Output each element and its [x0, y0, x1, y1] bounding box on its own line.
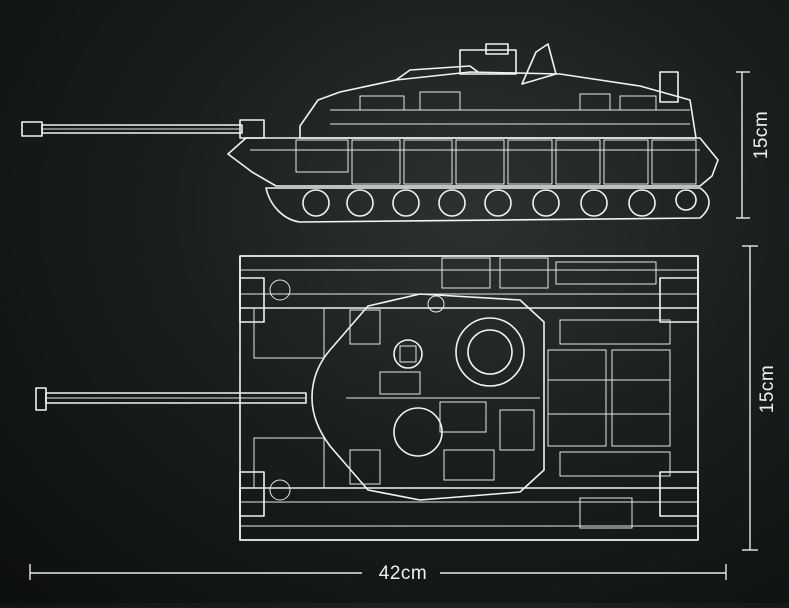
- side-view: [21, 43, 719, 223]
- side-gun-barrel: [21, 119, 265, 139]
- top-track-lower: [239, 471, 699, 541]
- height-dimension-label: 15cm: [751, 110, 772, 160]
- top-view: [35, 255, 699, 541]
- length-dimension-line: [29, 564, 727, 580]
- side-turret: [299, 43, 697, 139]
- top-turret: [311, 293, 545, 501]
- width-dimension-label: 15cm: [757, 364, 778, 414]
- width-dimension-line: [742, 245, 758, 551]
- top-track-upper: [239, 255, 699, 323]
- height-dimension-line: [736, 71, 750, 219]
- side-track: [265, 187, 710, 223]
- top-engine-deck: [547, 319, 671, 477]
- length-dimension-label: 42cm: [378, 563, 428, 584]
- top-front-blocks: [253, 279, 325, 501]
- top-gun-barrel: [35, 387, 307, 411]
- side-hull: [227, 137, 719, 187]
